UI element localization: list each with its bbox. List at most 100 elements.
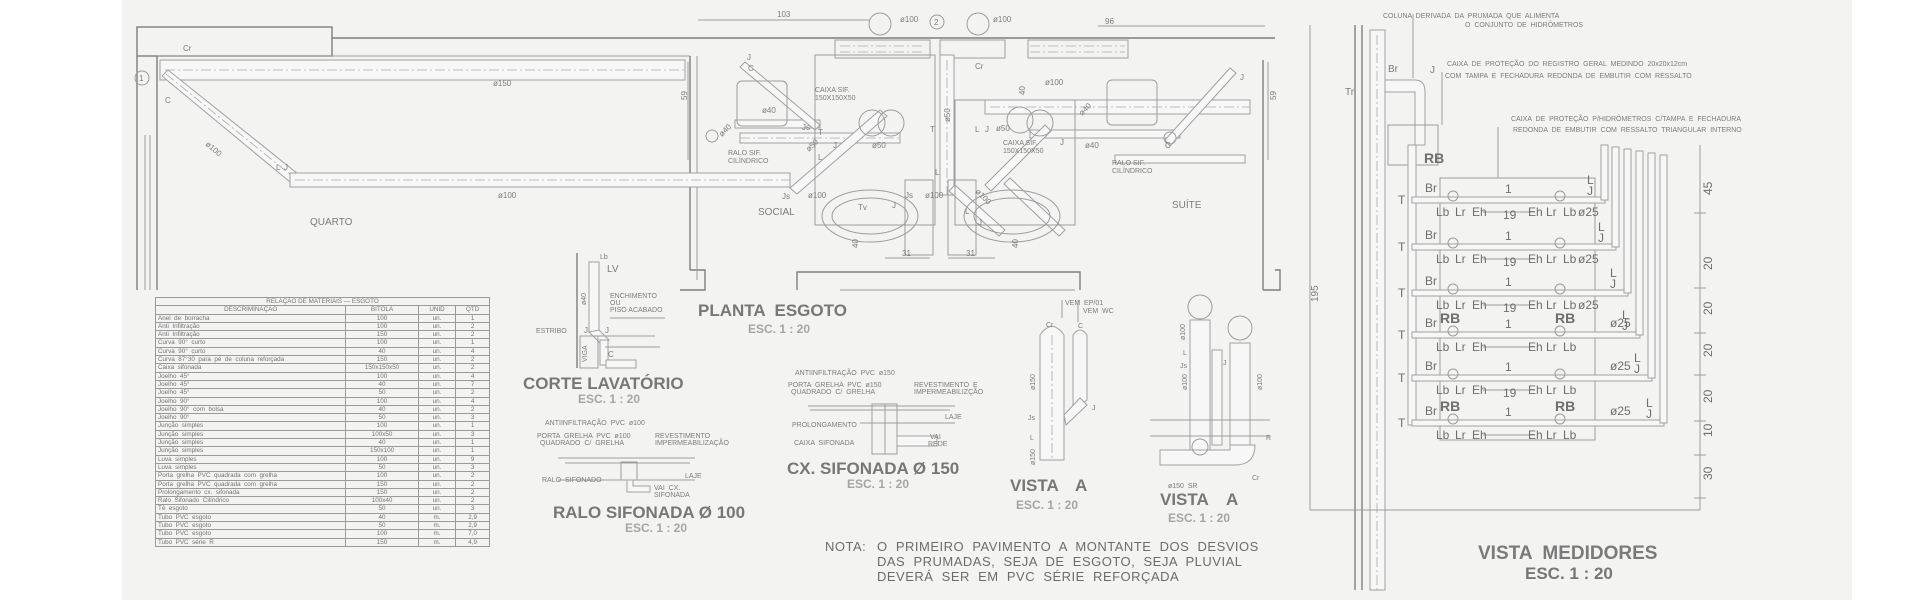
dimension-label: 20	[1701, 343, 1715, 357]
description-cell: Joelho 45°	[154, 388, 347, 398]
label: ø100	[1180, 324, 1187, 340]
section-marker-icon	[868, 12, 892, 36]
callout: REDONDA DE EMBUTIR COM RESSALTO TRIANGUL…	[1513, 127, 1742, 134]
label: PORTA GRELHA PVC ø100	[537, 433, 631, 440]
vista-2-title: VISTA	[1160, 490, 1209, 509]
fitting-label: Cr	[975, 62, 984, 71]
section-marker-icon	[929, 14, 945, 30]
water-meter-icon	[1447, 190, 1459, 202]
label: VEM EP/01	[1065, 300, 1103, 307]
gauge-cell: 50	[345, 462, 419, 473]
unit-cell: un.	[417, 396, 457, 406]
box-label: CAIXA SIF.	[1003, 140, 1038, 147]
gauge-cell: 100	[345, 396, 419, 406]
meter-label: L	[1646, 396, 1653, 410]
unit-cell: un.	[417, 421, 457, 431]
water-meter-icon	[1447, 237, 1459, 249]
qty-cell: 3	[455, 504, 490, 514]
meter-label: Lr	[1455, 298, 1466, 312]
qty-cell: 4	[455, 371, 490, 381]
fitting-label: Js	[802, 123, 810, 132]
fitting-label: L	[965, 207, 970, 216]
cx-sifonada-scale: ESC. 1 : 20	[847, 477, 909, 491]
box-label: RALO SIF.	[1112, 160, 1145, 167]
meter-label: Eh	[1528, 383, 1543, 397]
label: L	[1030, 435, 1034, 442]
fitting-label: Cr	[183, 44, 192, 53]
meter-label: Lr	[1455, 252, 1466, 266]
gauge-cell: 150	[345, 537, 419, 547]
dimension-label: 30	[1701, 466, 1715, 480]
label: ø40	[581, 293, 588, 305]
meter-label: J	[1634, 362, 1640, 376]
medidores-scale: ESC. 1 : 20	[1525, 564, 1613, 583]
unit-cell: un.	[417, 462, 457, 473]
description-cell: Joelho 45°	[154, 379, 347, 390]
note-line: DEVERÁ SER EM PVC SÉRIE REFORÇADA	[877, 569, 1179, 584]
gauge-cell: 50	[345, 520, 419, 531]
meter-label: Eh	[1528, 428, 1543, 442]
unit-cell: un.	[417, 355, 457, 365]
water-meter-icon	[1554, 190, 1566, 202]
pipe-label: ø40	[717, 122, 734, 139]
gauge-cell: 40	[345, 346, 419, 357]
wall	[136, 26, 333, 57]
room-label: SOCIAL	[758, 207, 795, 218]
qty-cell: 2	[455, 330, 490, 340]
gauge-cell: 150	[345, 487, 419, 498]
description-cell: Joelho 90°	[154, 413, 347, 423]
unit-cell: un.	[417, 487, 457, 498]
fitting-label: J	[747, 53, 751, 62]
description-cell: Curva 87°30 para pé de coluna reforçada	[154, 355, 347, 365]
label: VEM WC	[1083, 308, 1114, 315]
description-cell: Prolongamento cx. sifonada	[154, 487, 347, 498]
qty-cell: 4	[455, 396, 490, 406]
pipe-label: ø100	[1045, 78, 1064, 87]
meter-label: 19	[1503, 255, 1517, 269]
dimension-label: 45	[1701, 181, 1715, 195]
gauge-cell: 100	[345, 321, 419, 332]
meter-label: Lb	[1436, 252, 1450, 266]
meter-label: ø25	[1610, 359, 1631, 373]
pipe-label: ø40	[1085, 141, 1099, 150]
qty-cell: 1	[455, 421, 490, 431]
qty-cell: 2	[455, 471, 490, 481]
section-label: ø100	[993, 15, 1012, 24]
gauge-cell: 100	[345, 421, 419, 431]
unit-cell: un.	[417, 330, 457, 340]
label: PORTA GRELHA PVC ø150	[788, 382, 882, 389]
qty-cell: 3	[455, 413, 490, 423]
meter-label: Lb	[1563, 298, 1577, 312]
meter-label: ø25	[1578, 205, 1599, 219]
label: Lb	[600, 254, 608, 261]
meter-label: Lb	[1436, 383, 1450, 397]
gauge-cell: 50	[345, 413, 419, 423]
qty-cell: 2	[455, 321, 490, 332]
meter-label: Lb	[1436, 340, 1450, 354]
water-meter-icon	[1447, 368, 1459, 380]
label: REDE	[928, 441, 948, 448]
label: LAJE	[685, 473, 702, 480]
dimension-label: 20	[1701, 301, 1715, 315]
fitting-label: C	[748, 64, 754, 73]
label: ø100	[1257, 374, 1264, 390]
vista-1-title: VISTA	[1010, 476, 1059, 495]
fitting-label: C	[1165, 141, 1171, 150]
qty-cell: 1	[455, 338, 490, 348]
plan-view: ø150 ø100 ø100 ø40 ø40 ø50 ø50 ø100 ø100…	[134, 10, 1281, 336]
cx-sifonada-title: CX. SIFONADA Ø 150	[787, 459, 959, 478]
meter-label: Eh	[1472, 298, 1487, 312]
qty-cell: 4	[455, 346, 490, 357]
meter-label: Lb	[1563, 428, 1577, 442]
meter-label: Lb	[1436, 298, 1450, 312]
vista-2: ø100 L Js J ø100 ø100 ø150 SR Cr R VISTA…	[1150, 294, 1271, 525]
meter-label: Lr	[1455, 205, 1466, 219]
dimension-label: 59	[1269, 91, 1278, 100]
meter-label: 19	[1503, 301, 1517, 315]
